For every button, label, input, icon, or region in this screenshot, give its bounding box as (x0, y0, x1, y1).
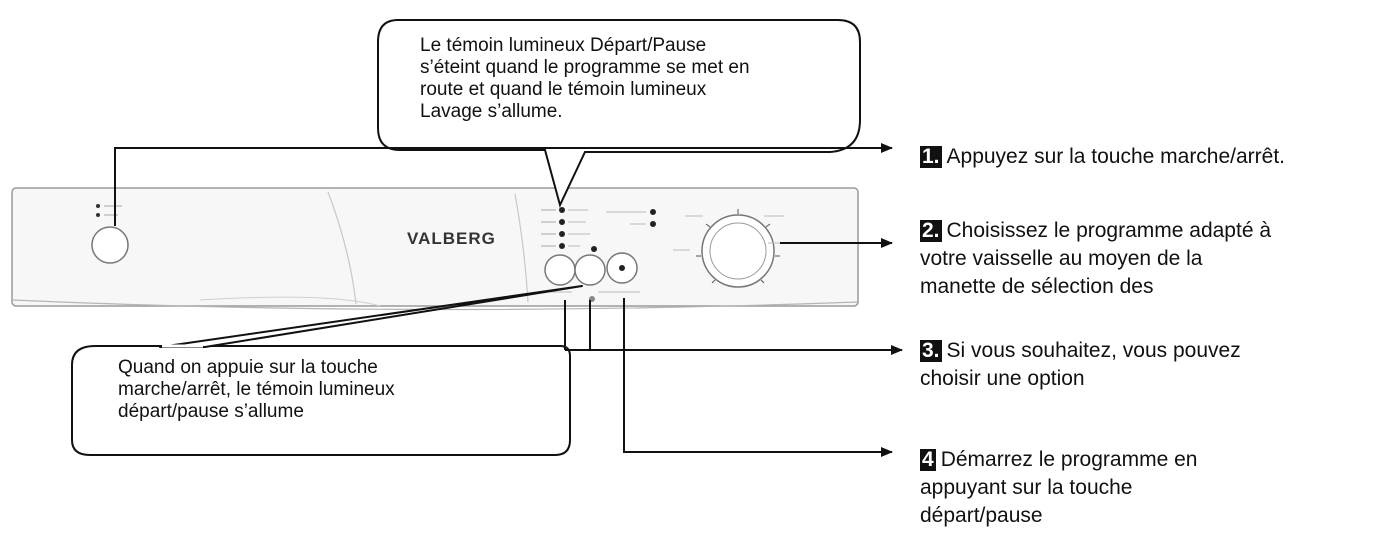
step-1-number: 1. (920, 145, 942, 168)
callout-top-line: Le témoin lumineux Départ/Pause (420, 35, 707, 56)
callout-bottom-text: Quand on appuie sur la touche marche/arr… (118, 357, 395, 423)
step-1: 1.Appuyez sur la touche marche/arrêt. (920, 143, 1285, 171)
callout-top-text: Le témoin lumineux Départ/Pause s’éteint… (420, 35, 750, 123)
step-2-line: votre vaisselle au moyen de la (920, 247, 1203, 270)
indicator-lights (541, 207, 656, 249)
callout-bottom-bubble (71, 285, 583, 456)
callout-top-bubble (377, 19, 861, 208)
step-2-number: 2. (920, 219, 942, 242)
program-selector-knob (673, 209, 800, 288)
connector-step-1 (114, 143, 893, 226)
callout-bottom-line: Quand on appuie sur la touche (118, 357, 378, 378)
step-2-line: Choisissez le programme adapté à (946, 219, 1272, 242)
brand-logo: VALBERG (407, 229, 496, 248)
on-off-button (91, 204, 129, 264)
option-buttons (544, 246, 640, 302)
step-4-number: 4 (920, 448, 936, 471)
callout-top-line: s’éteint quand le programme se met en (420, 57, 750, 78)
step-3: 3.Si vous souhaitez, vous pouvez choisir… (920, 337, 1241, 393)
callout-bottom-line: marche/arrêt, le témoin lumineux (118, 379, 395, 400)
step-3-line: Si vous souhaitez, vous pouvez (946, 339, 1241, 362)
control-panel (11, 187, 859, 311)
step-1-line: Appuyez sur la touche marche/arrêt. (946, 145, 1286, 168)
step-4-line: Démarrez le programme en (940, 448, 1198, 471)
callout-top-line: Lavage s’allume. (420, 101, 563, 122)
step-4-line: appuyant sur la touche (920, 476, 1133, 499)
callout-bottom-line: départ/pause s’allume (118, 401, 304, 422)
step-3-number: 3. (920, 339, 942, 362)
connector-step-4 (623, 298, 893, 457)
step-2-line: manette de sélection des (920, 275, 1154, 298)
step-3-line: choisir une option (920, 367, 1085, 390)
callout-top-line: route et quand le témoin lumineux (420, 79, 707, 100)
step-4-line: départ/pause (920, 504, 1043, 527)
connector-step-3 (564, 300, 903, 355)
step-2: 2.Choisissez le programme adapté à votre… (920, 217, 1271, 301)
